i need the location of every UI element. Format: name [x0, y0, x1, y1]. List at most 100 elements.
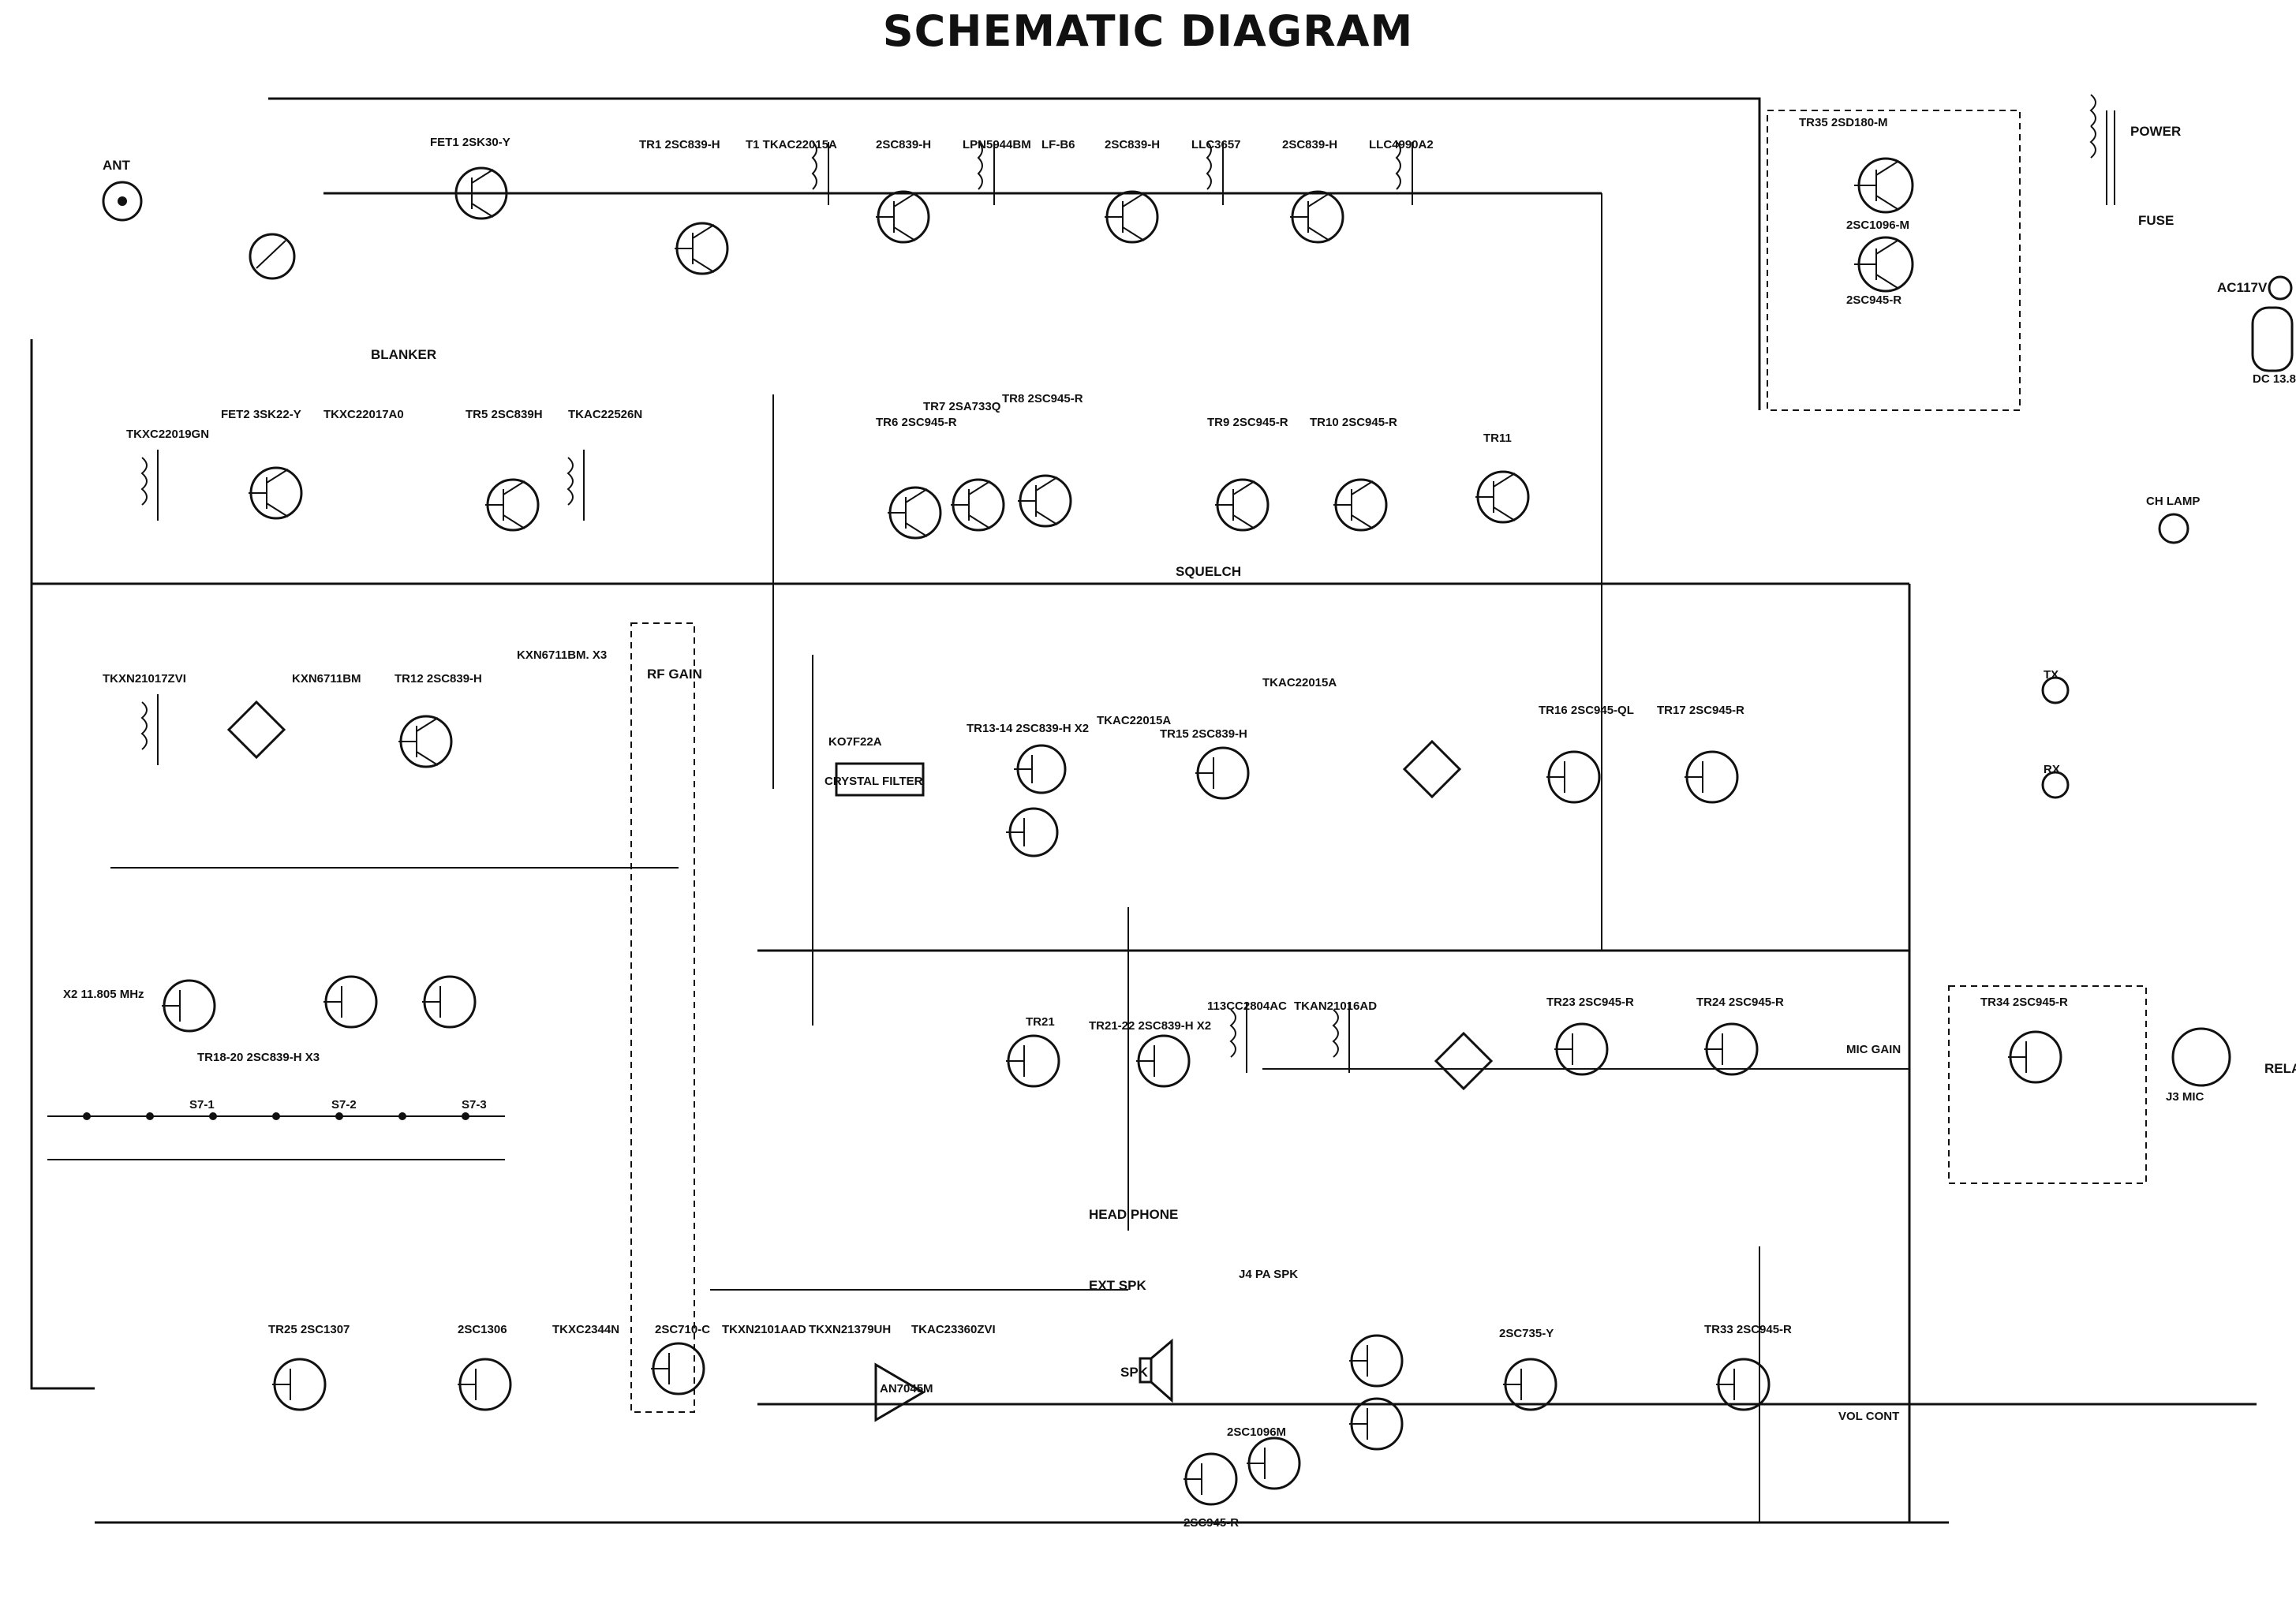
t20-label: TKXN21379UH	[809, 1323, 891, 1336]
ic-an7045m	[874, 1362, 926, 1422]
tr1-label: TR1 2SC839-H	[639, 138, 720, 151]
transistor-tr18	[162, 979, 216, 1033]
shield-box	[630, 622, 695, 1413]
antenna-center	[118, 196, 127, 206]
tr11-label: TR11	[1483, 432, 1512, 445]
antenna-connector	[102, 181, 143, 222]
left-rail-wire	[30, 339, 95, 1390]
f2-label: KO7F22A	[828, 735, 882, 749]
tr35-label: TR35 2SD180-M	[1799, 116, 1888, 129]
volcont-label: VOL CONT	[1838, 1410, 1899, 1423]
t19-label: TKXN2101AAD	[722, 1323, 806, 1336]
extspk-label: EXT SPK	[1089, 1278, 1146, 1293]
transistor-tr21	[1006, 1034, 1060, 1088]
dc-label: DC 13.8V	[2253, 372, 2296, 386]
s73-label: S7-3	[462, 1098, 487, 1111]
relay-label: RELAY	[2264, 1061, 2296, 1076]
transistor-tr17	[1685, 750, 1739, 804]
power-supply-box	[1767, 110, 2021, 411]
tr2-label: 2SC839-H	[876, 138, 931, 151]
transformer-t9	[140, 694, 159, 765]
lpn-label: LPN5944BM	[963, 138, 1031, 151]
transformer-t8	[567, 450, 585, 521]
tr13-label: TR13-14 2SC839-H X2	[967, 722, 1089, 735]
ant-label: ANT	[103, 158, 131, 173]
mic-label: J3 MIC	[2166, 1090, 2204, 1104]
transistor-tr30	[1349, 1334, 1404, 1388]
transistor-tr28	[1184, 1452, 1238, 1506]
tr12-label: TR12 2SC839-H	[395, 672, 482, 686]
t10-label: KXN6711BM	[292, 672, 361, 686]
transistor-tr29	[1247, 1437, 1301, 1490]
mic-connector-icon	[2171, 1027, 2231, 1087]
crystal-label: CRYSTAL FILTER	[825, 775, 923, 788]
fet2-label: FET2 3SK22-Y	[221, 408, 301, 421]
diode-bridge-2	[1434, 1031, 1494, 1091]
ch-lamp-icon	[2158, 513, 2189, 544]
tr18-label: TR18-20 2SC839-H X3	[197, 1051, 320, 1064]
transformer-t4	[1395, 141, 1413, 205]
tx-label: TX	[2044, 668, 2059, 682]
t1-label: T1 TKAC22015A	[746, 138, 837, 151]
tr34-label: TR34 2SC945-R	[1980, 996, 2068, 1009]
t8-label: TKAC22526N	[568, 408, 642, 421]
transistor-tr32	[1503, 1358, 1557, 1411]
transistor-tr13	[1014, 744, 1067, 794]
tr8-label: TR8 2SC945-R	[1002, 392, 1083, 405]
t17-label: TKAN21016AD	[1294, 999, 1377, 1013]
transistor-tr10	[1333, 478, 1388, 532]
tr4-label: 2SC839-H	[1282, 138, 1337, 151]
transistor-tr9	[1215, 478, 1270, 532]
micgain-label: MIC GAIN	[1846, 1043, 1901, 1056]
transistor-tr15	[1195, 746, 1250, 800]
tr21-label: TR21	[1026, 1015, 1055, 1029]
transistor-tr1	[675, 222, 729, 275]
mic-amp-box	[1948, 985, 2147, 1184]
tr3-label: 2SC839-H	[1105, 138, 1160, 151]
t18-label: TKXC2344N	[552, 1323, 619, 1336]
crystal-freq-label: X2 11.805 MHz	[63, 988, 144, 1001]
t9-label: TKXN21017ZVI	[103, 672, 186, 686]
spk-label: SPK	[1120, 1365, 1149, 1380]
transistor-tr34	[2008, 1030, 2062, 1084]
transformer-t17	[1332, 1002, 1350, 1073]
tr6-label: TR6 2SC945-R	[876, 416, 957, 429]
ic-label: AN7045M	[880, 1382, 933, 1395]
tr25-label: TR25 2SC1307	[268, 1323, 350, 1336]
power-label: POWER	[2130, 124, 2181, 139]
tr24-label: TR24 2SC945-R	[1696, 996, 1784, 1009]
llc2-label: LLC4990A2	[1369, 138, 1434, 151]
t16-label: 113CC2804AC	[1207, 999, 1287, 1013]
transistor-tr5	[485, 478, 540, 532]
transistor-tr4	[1290, 190, 1344, 244]
transistor-tr23	[1554, 1022, 1609, 1076]
transistor-tr24	[1704, 1022, 1759, 1076]
tr36-label: 2SC1096-M	[1846, 219, 1909, 232]
tr33-label: TR33 2SC945-R	[1704, 1323, 1792, 1336]
tr5-label: TR5 2SC839H	[466, 408, 543, 421]
rfgain-label: RF GAIN	[647, 667, 702, 682]
ac-plug-icon	[2268, 275, 2293, 301]
tr15-label: TR15 2SC839-H	[1160, 727, 1247, 741]
transistor-tr31	[1349, 1397, 1404, 1451]
speaker-icon	[1139, 1338, 1173, 1403]
tr26-label: 2SC1306	[458, 1323, 507, 1336]
transistor-tr35	[1854, 157, 1914, 214]
paspk-label: J4 PA SPK	[1239, 1268, 1298, 1281]
tr16-label: TR16 2SC945-QL	[1539, 704, 1634, 717]
headphone-label: HEAD PHONE	[1089, 1207, 1178, 1222]
t14-label: TKAC22015A	[1097, 714, 1171, 727]
rx-label: RX	[2044, 763, 2060, 776]
channel-selector-switch	[47, 1112, 505, 1160]
transformer-t16	[1229, 1002, 1247, 1073]
t1113-label: KXN6711BM. X3	[517, 648, 607, 662]
transistor-tr26	[458, 1358, 512, 1411]
transistor-tr11	[1475, 470, 1530, 524]
tr2122-label: TR21-22 2SC839-H X2	[1089, 1019, 1211, 1033]
transistor-tr22	[1136, 1034, 1191, 1088]
squelch-label: SQUELCH	[1176, 564, 1241, 579]
tr2930-label: 2SC1096M	[1227, 1425, 1286, 1439]
tr17-label: TR17 2SC945-R	[1657, 704, 1744, 717]
page-title: SCHEMATIC DIAGRAM	[882, 6, 1414, 56]
